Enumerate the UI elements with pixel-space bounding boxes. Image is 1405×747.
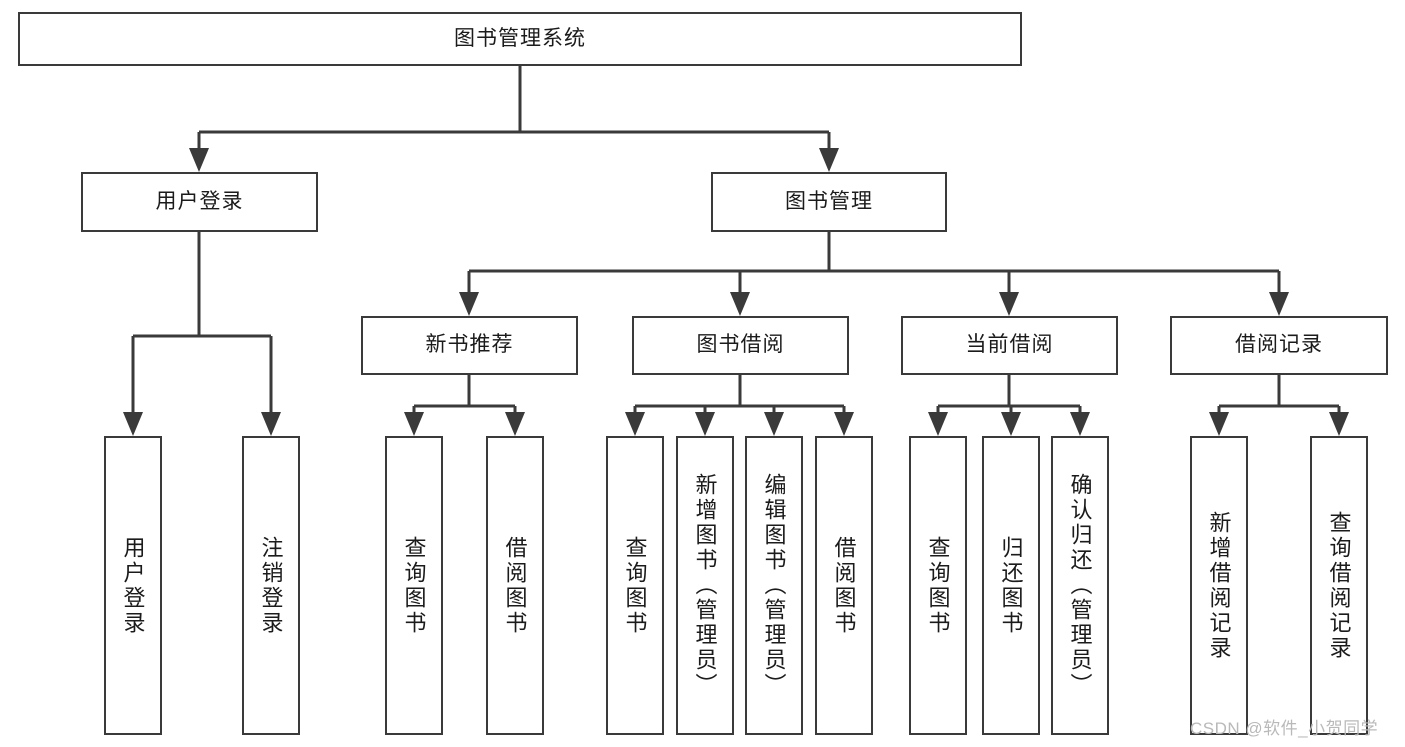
csdn-watermark: CSDN @软件_小贺同学	[1190, 719, 1379, 738]
node-user-login-label: 用户登录	[155, 189, 244, 213]
node-leaf-borrow-book-1-label: 借阅图书	[502, 535, 528, 636]
node-leaf-borrow-book-2[interactable]: 借阅图书	[815, 436, 873, 735]
node-leaf-query-book-2[interactable]: 查询图书	[606, 436, 664, 735]
node-root[interactable]: 图书管理系统	[18, 12, 1022, 66]
node-current-borrow-label: 当前借阅	[965, 333, 1054, 357]
node-leaf-add-record[interactable]: 新增借阅记录	[1190, 436, 1248, 735]
node-user-login[interactable]: 用户登录	[81, 172, 318, 232]
node-book-borrow[interactable]: 图书借阅	[632, 316, 849, 375]
node-root-label: 图书管理系统	[454, 26, 586, 50]
node-leaf-query-book-3-label: 查询图书	[925, 535, 951, 636]
node-leaf-add-book[interactable]: 新增图书（管理员）	[676, 436, 734, 735]
node-leaf-query-book-1-label: 查询图书	[401, 535, 427, 636]
node-new-book-rec[interactable]: 新书推荐	[361, 316, 578, 375]
node-leaf-return-book[interactable]: 归还图书	[982, 436, 1040, 735]
node-book-manage-label: 图书管理	[785, 189, 873, 213]
node-leaf-logout[interactable]: 注销登录	[242, 436, 300, 735]
node-leaf-borrow-book-1[interactable]: 借阅图书	[486, 436, 544, 735]
node-leaf-query-record-label: 查询借阅记录	[1326, 510, 1352, 661]
node-leaf-query-book-3[interactable]: 查询图书	[909, 436, 967, 735]
node-leaf-edit-book-label: 编辑图书（管理员）	[761, 473, 787, 698]
node-leaf-user-login[interactable]: 用户登录	[104, 436, 162, 735]
node-leaf-query-record[interactable]: 查询借阅记录	[1310, 436, 1368, 735]
node-leaf-user-login-label: 用户登录	[120, 535, 146, 636]
node-leaf-add-book-label: 新增图书（管理员）	[692, 473, 718, 698]
node-borrow-record[interactable]: 借阅记录	[1170, 316, 1388, 375]
node-leaf-add-record-label: 新增借阅记录	[1206, 510, 1232, 661]
node-new-book-rec-label: 新书推荐	[425, 333, 514, 357]
node-leaf-logout-label: 注销登录	[258, 535, 284, 636]
node-borrow-record-label: 借阅记录	[1235, 333, 1323, 357]
node-book-manage[interactable]: 图书管理	[711, 172, 947, 232]
node-leaf-confirm-return-label: 确认归还（管理员）	[1067, 473, 1093, 698]
node-book-borrow-label: 图书借阅	[696, 333, 785, 357]
node-leaf-query-book-2-label: 查询图书	[622, 535, 648, 636]
node-leaf-confirm-return[interactable]: 确认归还（管理员）	[1051, 436, 1109, 735]
node-leaf-return-book-label: 归还图书	[998, 535, 1024, 636]
node-leaf-borrow-book-2-label: 借阅图书	[831, 535, 857, 636]
node-leaf-query-book-1[interactable]: 查询图书	[385, 436, 443, 735]
node-leaf-edit-book[interactable]: 编辑图书（管理员）	[745, 436, 803, 735]
node-current-borrow[interactable]: 当前借阅	[901, 316, 1118, 375]
